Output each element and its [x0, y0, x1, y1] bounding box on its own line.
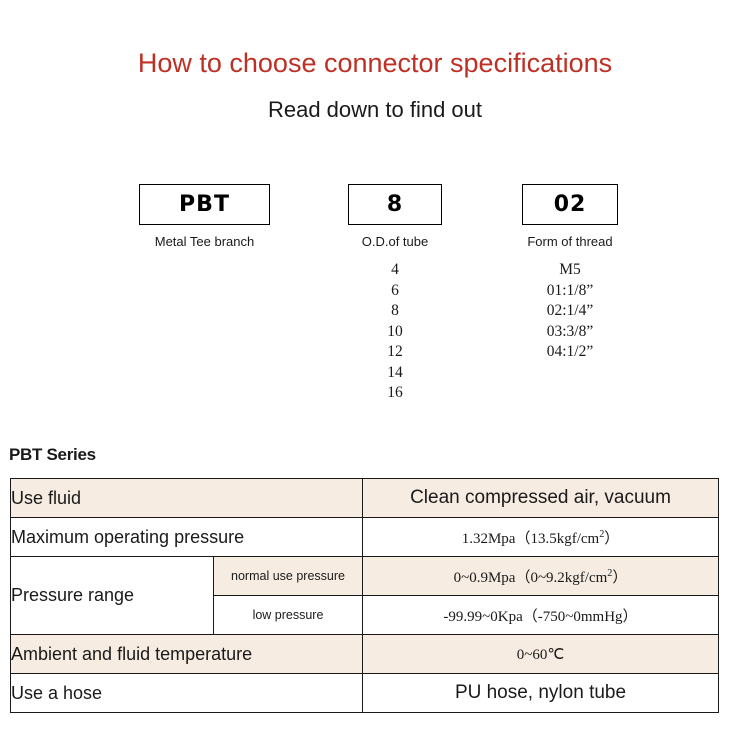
code-box-thread-form: 02 — [522, 184, 618, 225]
code-segment-series: PBT Metal Tee branch — [139, 184, 270, 249]
value-superscript: 2 — [607, 567, 613, 579]
row-sublabel-normal-use-pressure: normal use pressure — [213, 556, 363, 596]
code-option: 6 — [391, 281, 399, 299]
value-superscript: 2 — [599, 528, 605, 540]
page-subtitle: Read down to find out — [267, 97, 483, 122]
code-options-thread-form: M5 01:1/8” 02:1/4” 03:3/8” 04:1/2” — [522, 260, 618, 363]
table-row: Use fluid Clean compressed air, vacuum — [10, 478, 719, 518]
table-row: Use a hose PU hose, nylon tube — [10, 673, 719, 713]
value-prefix: 0~0.9Mpa（0~9.2kgf/cm — [453, 569, 608, 586]
table-row: Pressure range normal use pressure 0~0.9… — [10, 556, 719, 635]
code-caption-series: Metal Tee branch — [154, 234, 255, 249]
code-options-tube-od: 4 6 8 10 12 14 16 — [348, 260, 442, 404]
code-option: 10 — [387, 322, 403, 340]
value-prefix: 1.32Mpa（13.5kgf/cm — [461, 530, 600, 547]
code-option: 03:3/8” — [546, 322, 594, 340]
row-label-temperature: Ambient and fluid temperature — [10, 634, 363, 674]
code-option: 04:1/2” — [546, 343, 594, 360]
code-option: 14 — [387, 363, 403, 381]
row-value-normal-use-pressure: 0~0.9Mpa（0~9.2kgf/cm2） — [362, 556, 719, 596]
row-value-use-hose: PU hose, nylon tube — [362, 673, 719, 713]
code-segment-thread-form: 02 Form of thread M5 01:1/8” 02:1/4” 03:… — [522, 184, 618, 363]
specification-table: Use fluid Clean compressed air, vacuum M… — [10, 478, 719, 713]
row-sublabel-low-pressure: low pressure — [213, 595, 363, 635]
row-label-use-hose: Use a hose — [10, 673, 363, 713]
part-number-breakdown: PBT Metal Tee branch 8 O.D.of tube 4 6 8… — [0, 184, 750, 424]
code-segment-tube-od: 8 O.D.of tube 4 6 8 10 12 14 16 — [348, 184, 442, 404]
code-box-tube-od: 8 — [348, 184, 442, 225]
series-label: PBT Series — [9, 445, 96, 464]
row-label-use-fluid: Use fluid — [10, 478, 363, 518]
value-suffix: ） — [612, 569, 628, 586]
code-caption-thread-form: Form of thread — [527, 234, 613, 249]
table-row: Ambient and fluid temperature 0~60℃ — [10, 634, 719, 674]
code-option: 02:1/4” — [546, 302, 594, 319]
code-option: 16 — [387, 384, 403, 401]
row-value-temperature: 0~60℃ — [362, 634, 719, 674]
value-suffix: ） — [604, 530, 620, 547]
code-option: 12 — [387, 343, 403, 360]
page-title: How to choose connector specifications — [137, 48, 613, 78]
table-row: Maximum operating pressure 1.32Mpa（13.5k… — [10, 517, 719, 557]
code-caption-tube-od: O.D.of tube — [361, 234, 429, 249]
row-value-use-fluid: Clean compressed air, vacuum — [362, 478, 719, 518]
row-value-max-pressure: 1.32Mpa（13.5kgf/cm2） — [362, 517, 719, 557]
code-option: 4 — [391, 261, 399, 278]
row-label-pressure-range: Pressure range — [10, 556, 214, 635]
code-option: M5 — [559, 261, 581, 278]
code-option: 01:1/8” — [546, 281, 594, 299]
row-label-max-pressure: Maximum operating pressure — [10, 517, 363, 557]
row-value-low-pressure: -99.99~0Kpa（-750~0mmHg） — [362, 595, 719, 635]
code-option: 8 — [391, 302, 399, 319]
code-box-series: PBT — [139, 184, 270, 225]
